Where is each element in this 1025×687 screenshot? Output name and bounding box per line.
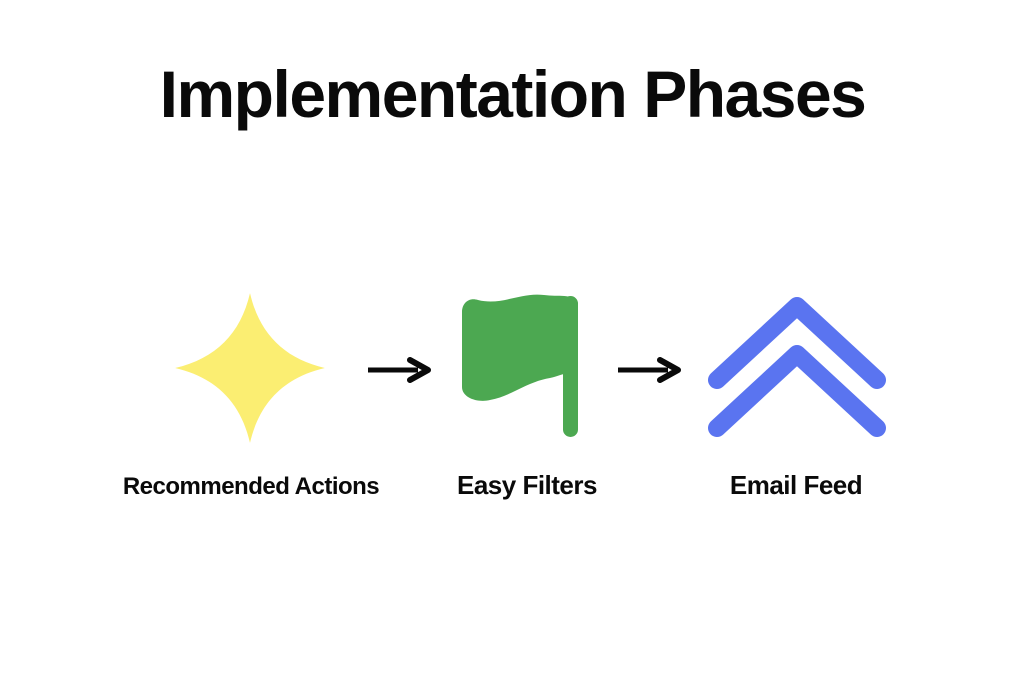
sparkle-icon	[172, 289, 328, 447]
chevron-bottom	[708, 345, 886, 437]
flag-body	[462, 294, 578, 401]
page-title: Implementation Phases	[159, 57, 867, 131]
chevron-top	[708, 297, 886, 389]
sparkle-shape	[175, 293, 325, 443]
arrow-right-icon	[616, 357, 682, 383]
phase-label-easy-filters: Easy Filters	[457, 470, 597, 500]
phase-label-email-feed: Email Feed	[729, 470, 863, 500]
arrow-head	[657, 357, 681, 383]
double-chevron-up-icon	[706, 293, 888, 441]
phase-label-recommended-actions: Recommended Actions	[122, 473, 380, 500]
arrow-right-icon	[366, 357, 432, 383]
flag-icon	[452, 290, 582, 440]
arrow-head	[407, 357, 431, 383]
